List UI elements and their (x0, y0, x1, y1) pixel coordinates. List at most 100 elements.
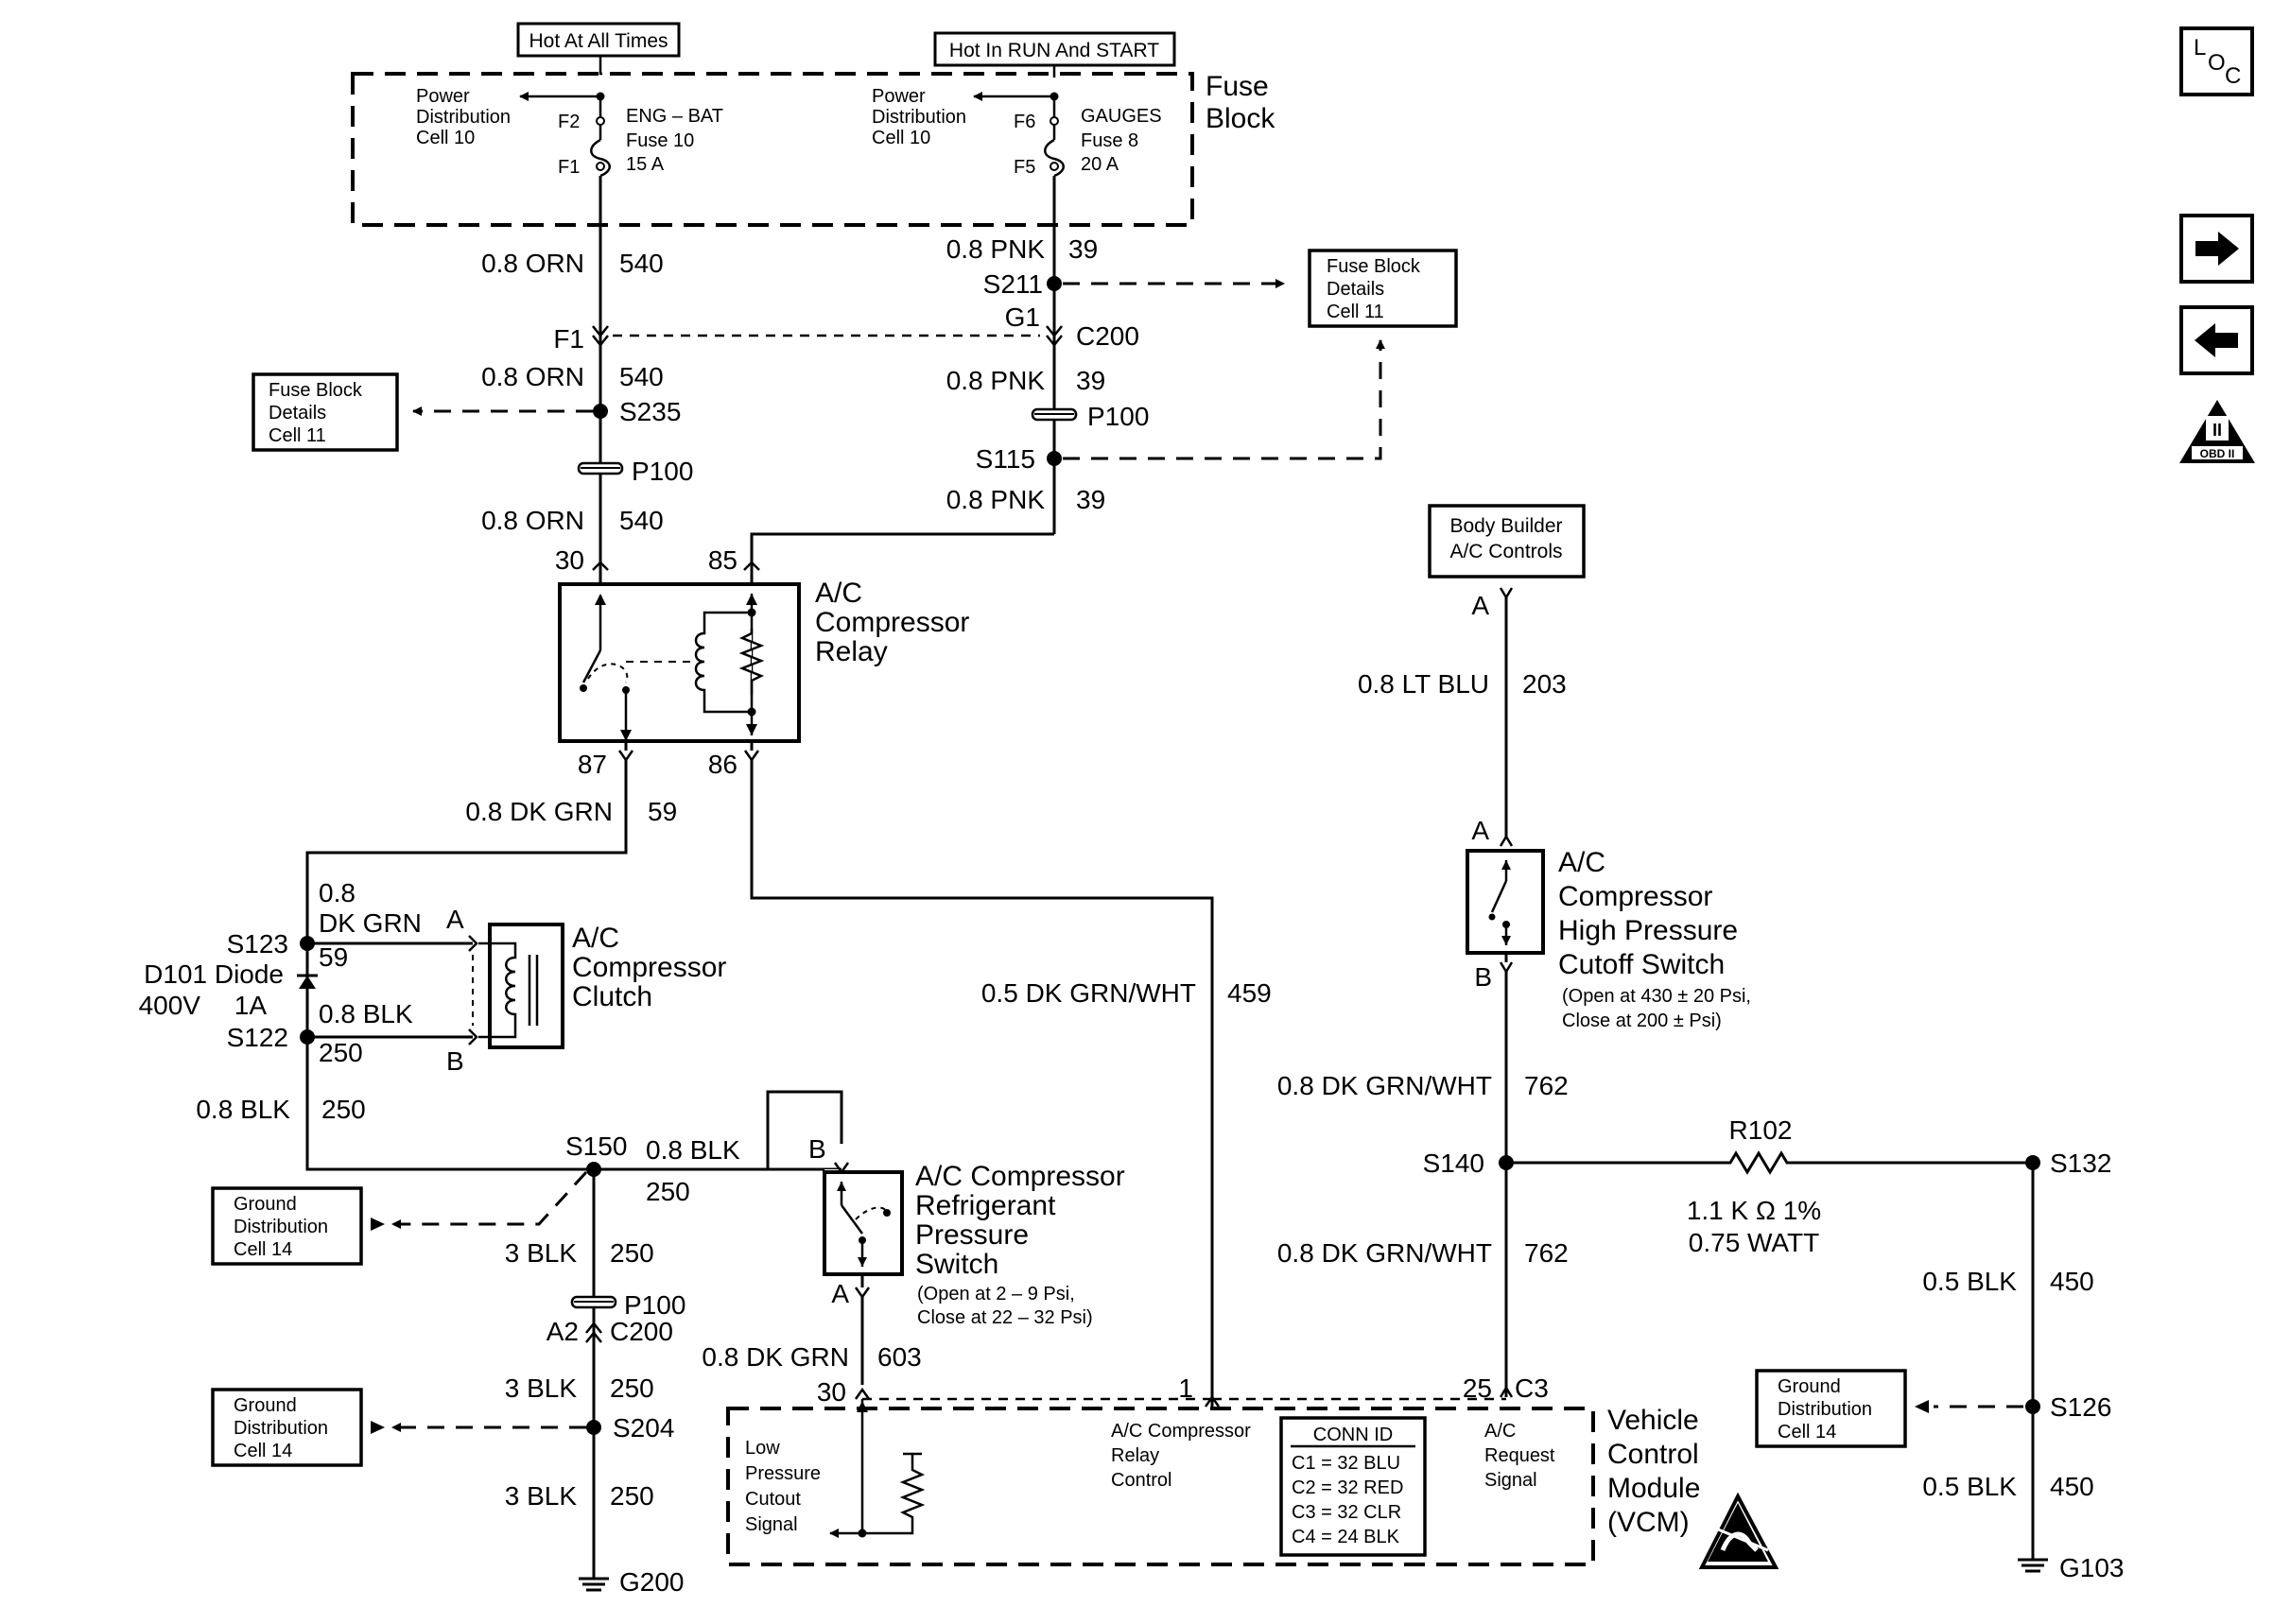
high-pressure-cutoff-switch: B A/C Compressor High Pressure Cutoff Sw… (1466, 847, 1751, 1031)
svg-text:Compressor: Compressor (572, 952, 726, 983)
svg-text:1.1 K Ω 1%: 1.1 K Ω 1% (1687, 1196, 1821, 1225)
ground-g200: G200 (579, 1567, 685, 1597)
svg-text:540: 540 (619, 506, 664, 535)
svg-text:P100: P100 (624, 1290, 685, 1320)
circuit-603: 0.8 DK GRN 603 30 (702, 1297, 922, 1407)
svg-text:A/C: A/C (572, 923, 619, 954)
ground-distribution-box-1[interactable]: Ground Distribution Cell 14 (211, 1186, 385, 1266)
svg-text:Details: Details (1327, 279, 1384, 300)
svg-text:A: A (446, 905, 464, 934)
svg-text:250: 250 (646, 1177, 690, 1206)
svg-text:540: 540 (619, 249, 664, 278)
svg-text:C: C (2225, 63, 2241, 89)
svg-text:High Pressure: High Pressure (1558, 915, 1738, 946)
svg-text:P100: P100 (632, 457, 693, 486)
svg-text:Cell 11: Cell 11 (269, 425, 326, 446)
svg-text:B: B (808, 1134, 826, 1164)
svg-text:0.8 BLK: 0.8 BLK (196, 1095, 290, 1124)
svg-text:Control: Control (1111, 1470, 1171, 1491)
svg-text:(VCM): (VCM) (1607, 1507, 1690, 1538)
body-builder-ac-controls-box[interactable]: Body Builder A/C Controls (1428, 504, 1586, 579)
svg-text:A: A (831, 1279, 849, 1308)
svg-text:S122: S122 (227, 1023, 288, 1052)
svg-text:C2 = 32 RED: C2 = 32 RED (1292, 1477, 1403, 1498)
svg-text:0.8 PNK: 0.8 PNK (946, 234, 1046, 264)
fuse-10: Power Distribution Cell 10 F2 F1 ENG – B… (416, 86, 723, 178)
svg-text:Cell 10: Cell 10 (872, 128, 930, 148)
arrow-right-icon (2195, 232, 2239, 266)
svg-text:Relay: Relay (1111, 1445, 1159, 1466)
svg-text:Close at 22 – 32 Psi): Close at 22 – 32 Psi) (917, 1307, 1093, 1328)
next-page-button[interactable] (2179, 214, 2254, 284)
svg-text:0.8 LT BLU: 0.8 LT BLU (1358, 669, 1489, 699)
svg-text:S204: S204 (613, 1413, 674, 1443)
svg-text:DK GRN: DK GRN (319, 908, 422, 938)
svg-text:F6: F6 (1014, 112, 1035, 132)
svg-text:39: 39 (1076, 485, 1105, 514)
connector-id-table: CONN ID C1 = 32 BLU C2 = 32 RED C3 = 32 … (1279, 1416, 1427, 1557)
svg-text:0.5 DK GRN/WHT: 0.5 DK GRN/WHT (981, 978, 1196, 1008)
svg-text:3 BLK: 3 BLK (505, 1373, 578, 1403)
svg-text:459: 459 (1227, 978, 1272, 1008)
svg-text:Fuse Block: Fuse Block (1327, 256, 1421, 277)
svg-text:F1: F1 (553, 324, 584, 354)
clutch-circuit: S123 A S122 B 0.8 BLK 250 D101 Diode 400… (139, 905, 727, 1076)
svg-text:Cell 14: Cell 14 (234, 1441, 292, 1461)
svg-text:Cutout: Cutout (745, 1489, 801, 1510)
svg-text:A: A (1471, 591, 1489, 620)
previous-page-button[interactable] (2179, 305, 2254, 375)
svg-text:GAUGES: GAUGES (1081, 106, 1162, 127)
svg-text:F2: F2 (558, 112, 580, 132)
svg-text:C3 = 32 CLR: C3 = 32 CLR (1292, 1502, 1401, 1523)
svg-text:A: A (1471, 816, 1489, 845)
circuit-39: 0.8 PNK 39 S211 G1 C200 0.8 PNK 39 P100 … (708, 176, 1385, 575)
svg-text:Body Builder: Body Builder (1449, 515, 1562, 537)
fuse-block-details-box-right[interactable]: Fuse Block Details Cell 11 (1308, 249, 1458, 328)
svg-text:CONN ID: CONN ID (1313, 1425, 1393, 1445)
svg-text:C200: C200 (610, 1317, 673, 1346)
svg-text:Signal: Signal (745, 1514, 798, 1535)
svg-text:39: 39 (1076, 366, 1105, 395)
svg-text:Distribution: Distribution (1778, 1399, 1872, 1420)
svg-text:B: B (446, 1046, 464, 1076)
svg-text:C3: C3 (1515, 1373, 1549, 1403)
svg-text:G103: G103 (2059, 1553, 2125, 1582)
svg-text:Ground: Ground (234, 1395, 297, 1416)
ac-compressor-clutch: A/C Compressor Clutch (478, 923, 726, 1049)
svg-text:Power: Power (872, 86, 926, 107)
svg-text:Distribution: Distribution (416, 107, 511, 128)
svg-text:59: 59 (648, 797, 677, 826)
svg-text:30: 30 (555, 545, 584, 575)
esd-warning-icon (1698, 1492, 1779, 1569)
svg-text:OBD II: OBD II (2200, 447, 2235, 460)
svg-text:A/C Compressor: A/C Compressor (1111, 1421, 1251, 1442)
svg-text:Compressor: Compressor (815, 607, 969, 638)
circuit-450: S132 0.5 BLK 450 S126 0.5 BLK 450 G103 (1922, 1149, 2124, 1582)
ac-compressor-relay: A/C Compressor Relay (558, 562, 969, 743)
fuse-block-details-box-left[interactable]: Fuse Block Details Cell 11 (252, 372, 399, 452)
svg-text:3 BLK: 3 BLK (505, 1481, 578, 1511)
ground-distribution-box-3[interactable]: Ground Distribution Cell 14 (1755, 1369, 1929, 1448)
svg-text:1: 1 (1178, 1373, 1193, 1403)
svg-text:Cell 11: Cell 11 (1327, 302, 1384, 322)
svg-text:Control: Control (1607, 1439, 1699, 1470)
resistor-r102: R102 1.1 K Ω 1% 0.75 WATT (1506, 1115, 2033, 1257)
svg-text:II: II (2212, 421, 2222, 440)
svg-text:20 A: 20 A (1081, 154, 1119, 175)
obd-ii-icon[interactable]: II OBD II (2179, 400, 2255, 463)
ground-distribution-box-2[interactable]: Ground Distribution Cell 14 (211, 1388, 385, 1467)
svg-text:30: 30 (817, 1377, 846, 1407)
svg-text:85: 85 (708, 545, 737, 575)
location-button[interactable]: L O C (2179, 26, 2254, 96)
svg-text:Vehicle: Vehicle (1607, 1405, 1699, 1436)
svg-text:Hot In RUN And START: Hot In RUN And START (949, 40, 1159, 61)
svg-text:Hot At All Times: Hot At All Times (529, 30, 668, 52)
svg-text:Relay: Relay (815, 636, 888, 667)
svg-text:0.5 BLK: 0.5 BLK (1922, 1472, 2017, 1501)
svg-text:1A: 1A (234, 991, 268, 1020)
svg-text:59: 59 (319, 942, 348, 972)
svg-text:S150: S150 (565, 1132, 627, 1161)
svg-text:Switch: Switch (915, 1249, 998, 1280)
ground-g103: G103 (2018, 1553, 2125, 1582)
svg-text:L: L (2194, 35, 2206, 60)
